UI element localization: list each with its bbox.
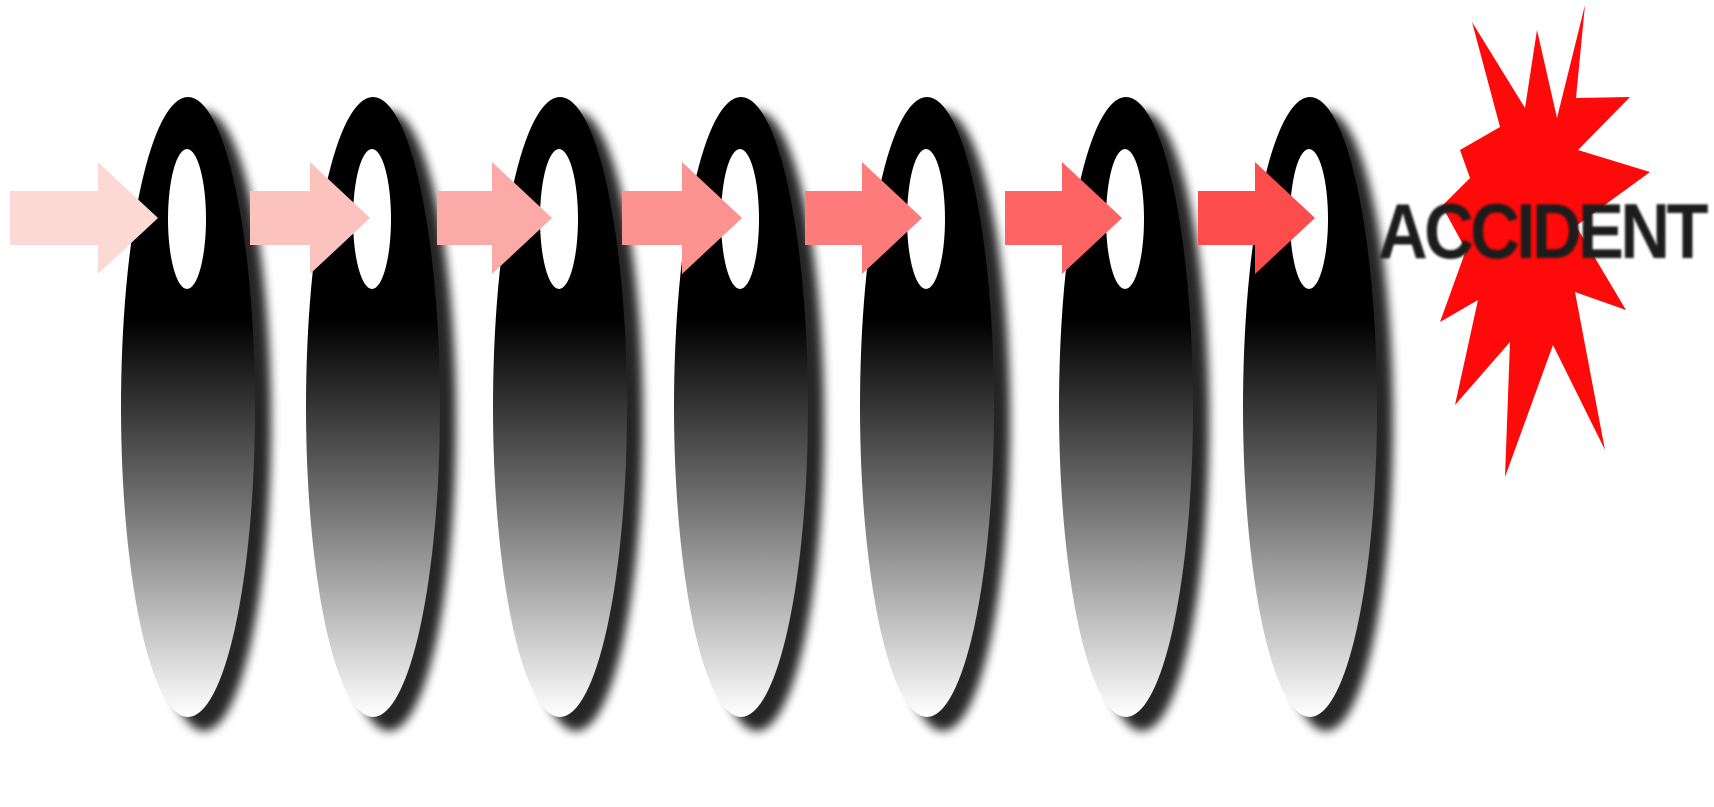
accident-label: ACCIDENT bbox=[1378, 187, 1708, 275]
layer-hole bbox=[168, 149, 206, 289]
